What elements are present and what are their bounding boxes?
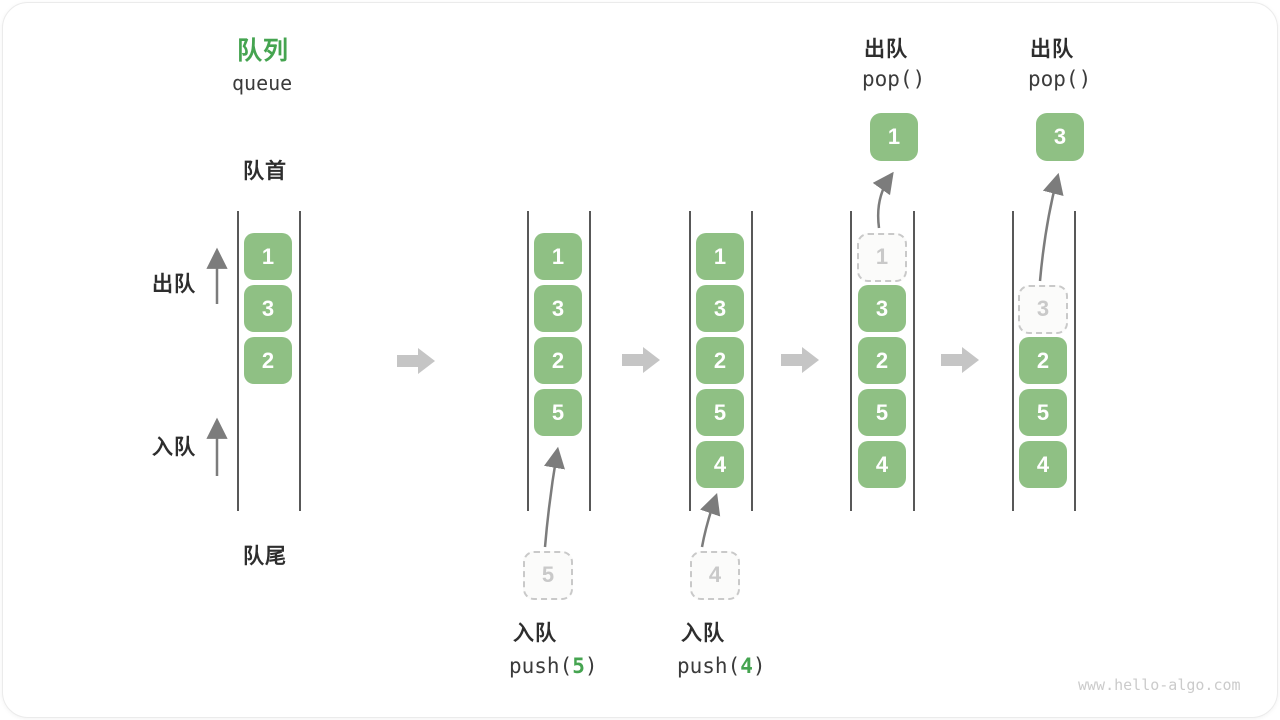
queue-item: 2 <box>534 337 582 384</box>
fn-text: push( <box>677 654 741 678</box>
queue-container-4 <box>850 211 915 511</box>
pop3-arrow <box>1038 172 1064 282</box>
queue-item: 3 <box>696 285 744 332</box>
diagram-subtitle: queue <box>232 71 293 95</box>
queue-item: 2 <box>696 337 744 384</box>
transition-arrow-icon <box>781 347 819 373</box>
enqueue-op-label: 入队 <box>513 622 557 645</box>
fn-text: ) <box>752 654 766 678</box>
fn-text: push( <box>509 654 573 678</box>
queue-item: 1 <box>696 233 744 280</box>
enqueue-op-label: 入队 <box>681 622 725 645</box>
diagram-title: 队列 <box>237 37 290 65</box>
queue-item: 1 <box>534 233 582 280</box>
fn-arg: 5 <box>572 654 585 678</box>
watermark: www.hello-algo.com <box>1078 676 1241 694</box>
push5-arrow <box>543 446 565 548</box>
queue-container-5 <box>1012 211 1076 511</box>
pop-call-label: pop() <box>1028 67 1092 91</box>
transition-arrow-icon <box>397 348 435 374</box>
queue-item: 2 <box>244 337 292 384</box>
popped-item: 1 <box>870 113 918 161</box>
queue-item: 3 <box>244 285 292 332</box>
queue-item: 2 <box>858 337 906 384</box>
dequeue-op-label: 出队 <box>864 38 908 61</box>
push-call-label: push(5) <box>509 654 598 678</box>
dequeue-label: 出队 <box>152 273 196 296</box>
removed-item-ghost: 3 <box>1018 285 1068 334</box>
queue-item: 3 <box>534 285 582 332</box>
queue-item: 3 <box>858 285 906 332</box>
push4-arrow <box>700 492 721 548</box>
enqueue-label: 入队 <box>152 436 196 459</box>
queue-front-label: 队首 <box>243 160 287 183</box>
queue-item: 5 <box>696 389 744 436</box>
queue-rear-label: 队尾 <box>243 545 287 568</box>
queue-item: 5 <box>534 389 582 436</box>
fn-text: ) <box>584 654 598 678</box>
push-call-label: push(4) <box>677 654 766 678</box>
pop-call-label: pop() <box>862 67 926 91</box>
transition-arrow-icon <box>941 347 979 373</box>
fn-arg: 4 <box>740 654 753 678</box>
queue-item: 4 <box>858 441 906 488</box>
removed-item-ghost: 1 <box>857 233 907 282</box>
dequeue-op-label: 出队 <box>1030 38 1074 61</box>
queue-container-2 <box>527 211 591 511</box>
queue-item: 1 <box>244 233 292 280</box>
queue-container-3 <box>689 211 753 511</box>
queue-item: 4 <box>1019 441 1067 488</box>
queue-item: 5 <box>1019 389 1067 436</box>
incoming-item-ghost: 4 <box>690 551 740 600</box>
queue-item: 2 <box>1019 337 1067 384</box>
queue-item: 5 <box>858 389 906 436</box>
queue-item: 4 <box>696 441 744 488</box>
pop1-arrow <box>872 171 894 229</box>
queue-container-1 <box>237 211 301 511</box>
popped-item: 3 <box>1036 113 1084 161</box>
transition-arrow-icon <box>622 347 660 373</box>
incoming-item-ghost: 5 <box>523 551 573 600</box>
